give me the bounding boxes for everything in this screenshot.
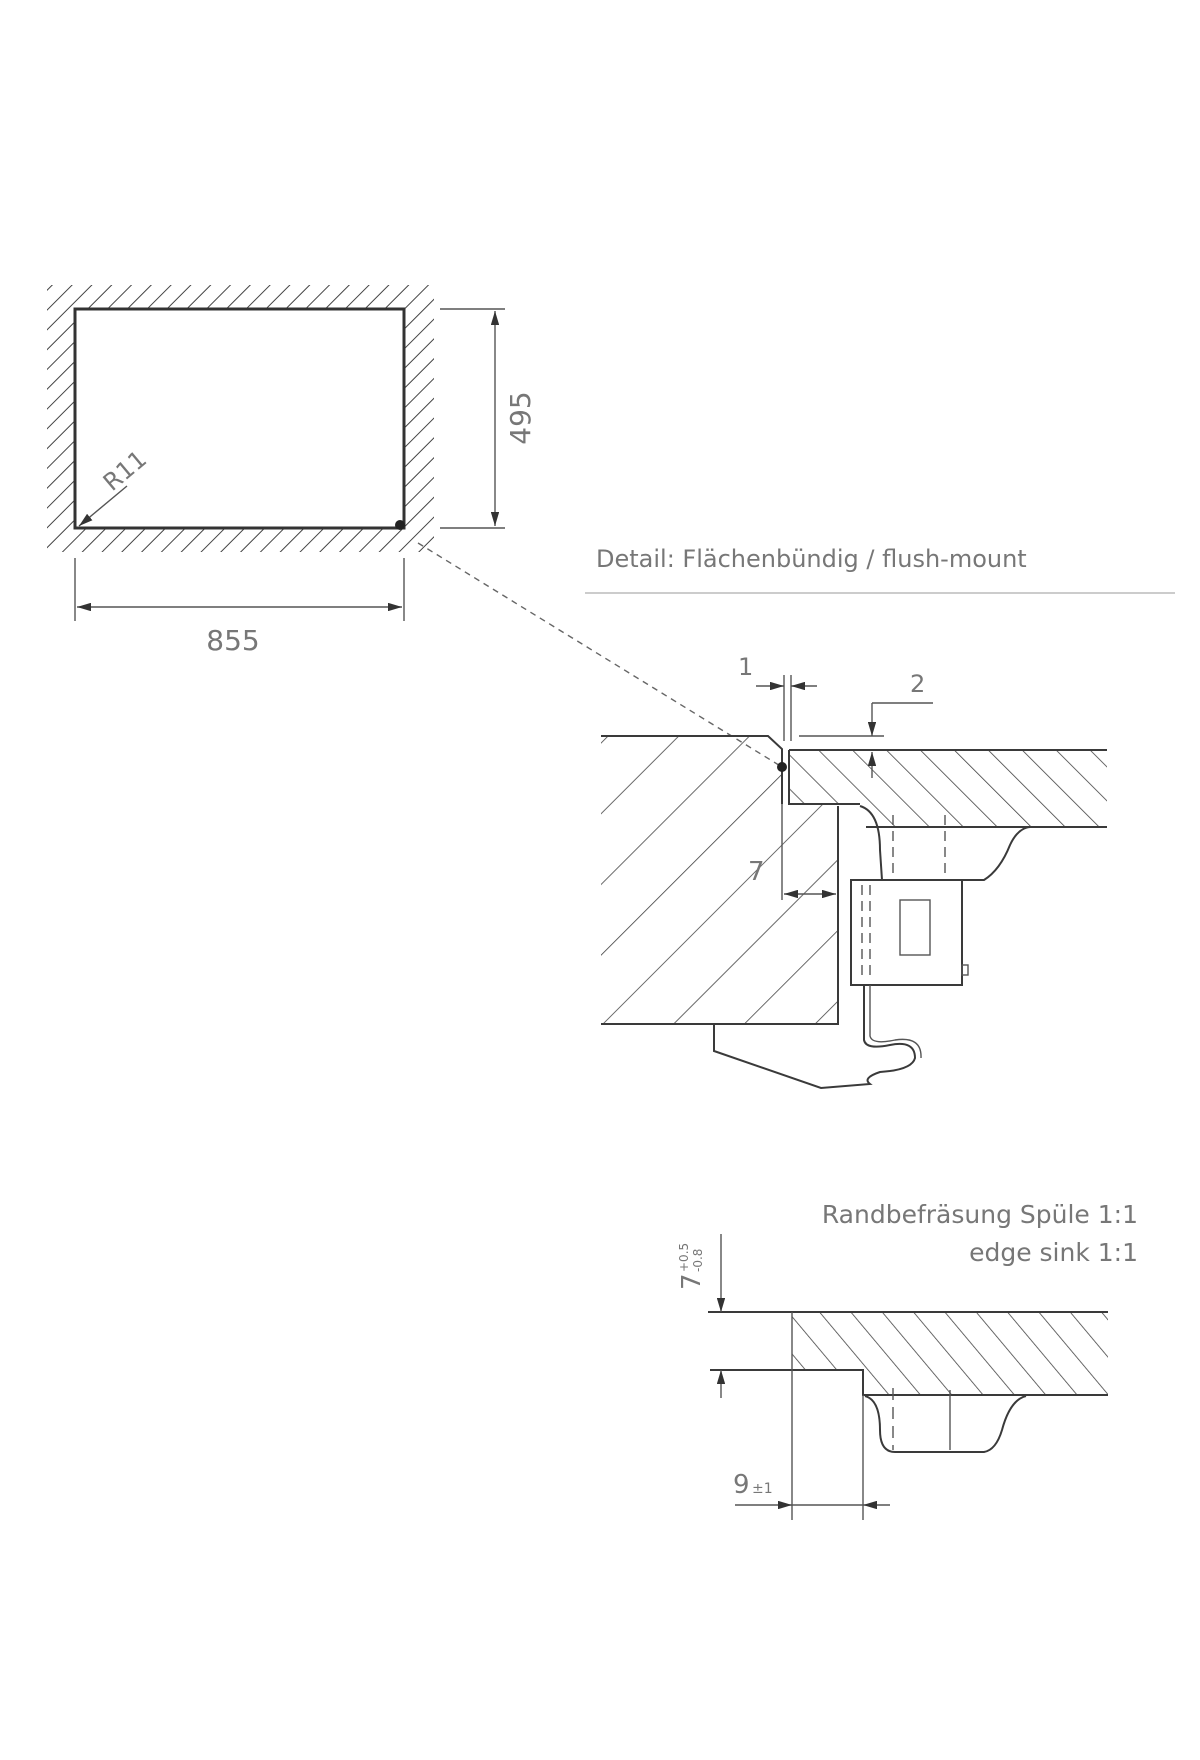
edge-title-line1: Randbefräsung Spüle 1:1: [822, 1200, 1138, 1229]
width-label: 855: [206, 624, 259, 657]
width-value: 9: [733, 1470, 750, 1500]
edge-sink-section: [792, 1312, 1108, 1395]
radius-leader: [78, 485, 128, 527]
sink-cutout-outline: [73, 307, 406, 530]
dim-2-label: 2: [910, 670, 925, 698]
edge-reference-dot: [777, 762, 787, 772]
depth-tol-upper: +0.5: [677, 1243, 691, 1272]
depth-tol-lower: -0.8: [691, 1249, 705, 1272]
edge-title-line2: edge sink 1:1: [969, 1238, 1138, 1267]
depth-value: 7: [677, 1273, 707, 1290]
plan-view: R11 495 855: [47, 285, 537, 657]
height-label: 495: [504, 391, 537, 444]
detail-reference-leader: [417, 542, 783, 768]
dim-1-label: 1: [738, 653, 753, 681]
detail-reference-dot: [395, 520, 405, 530]
depth-dimension-label: 7 +0.5 -0.8: [677, 1243, 707, 1290]
width-tol: ±1: [752, 1481, 773, 1497]
countertop-section: [601, 736, 838, 1024]
dim-7-label: 7: [748, 857, 765, 887]
sink-rim-section: [789, 750, 1107, 827]
flush-mount-detail: Detail: Flächenbündig / flush-mount: [585, 545, 1175, 1090]
mounting-clip: [713, 879, 969, 1090]
edge-sink-detail: Randbefräsung Spüle 1:1 edge sink 1:1 7 …: [677, 1200, 1138, 1520]
flush-detail-title: Detail: Flächenbündig / flush-mount: [596, 545, 1027, 573]
